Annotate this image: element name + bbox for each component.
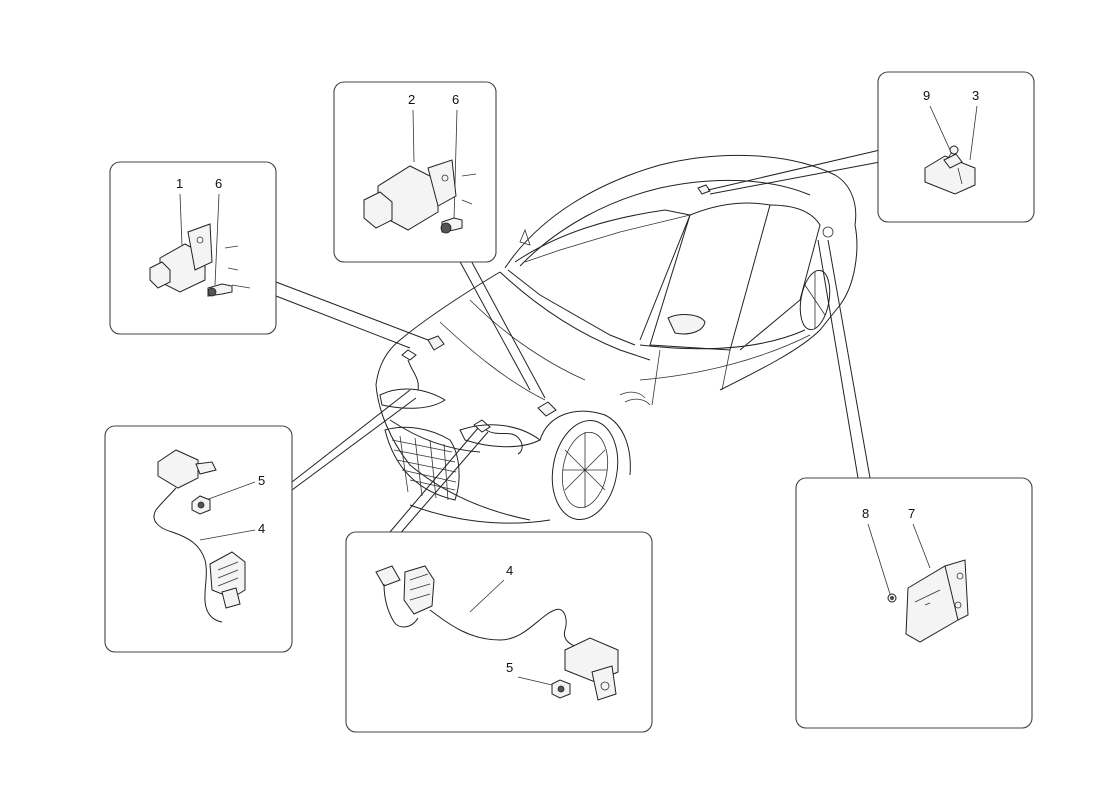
box-control-unit: 8 7 [795,477,1033,729]
wheel-sensor-part [153,449,246,623]
leader-lines [275,149,881,537]
callout-part: 2 [408,92,415,107]
screw-part-5-center [551,679,571,699]
nut-part-8 [887,593,897,603]
callout-screw: 6 [452,92,459,107]
car-illustration [375,154,858,524]
box-wheel-left: 5 4 [104,425,293,653]
sensor-part-1 [149,223,213,293]
rear-module-symbol [697,184,711,195]
box-sensor-right: 9 3 [877,71,1035,223]
callout-nut: 8 [862,506,869,521]
callout-part: 1 [176,176,183,191]
callout-screw: 5 [258,473,265,488]
screw-part-5 [191,495,211,515]
callout-cable: 4 [258,521,265,536]
box-sensor-top: 2 6 [333,81,497,263]
callout-screw: 5 [506,660,513,675]
screw-part-9 [947,145,959,159]
screw-part-6-top [440,217,463,234]
box-sensor-left: 1 6 [109,161,277,335]
wheel-sensor-center-part [375,565,619,701]
sensor-part-2 [363,159,457,231]
car-mounted-components [401,184,711,455]
control-unit-part-7 [905,559,969,643]
callout-screw: 6 [215,176,222,191]
module-part-3 [924,153,976,195]
front-sensor-left-symbol [427,335,445,351]
box-wheel-center: 4 5 [345,531,653,733]
callout-cable: 4 [506,563,513,578]
callout-unit: 7 [908,506,915,521]
callout-module: 3 [972,88,979,103]
callout-screw: 9 [923,88,930,103]
screw-part-6 [207,283,233,297]
front-sensor-center-symbol [537,401,557,417]
